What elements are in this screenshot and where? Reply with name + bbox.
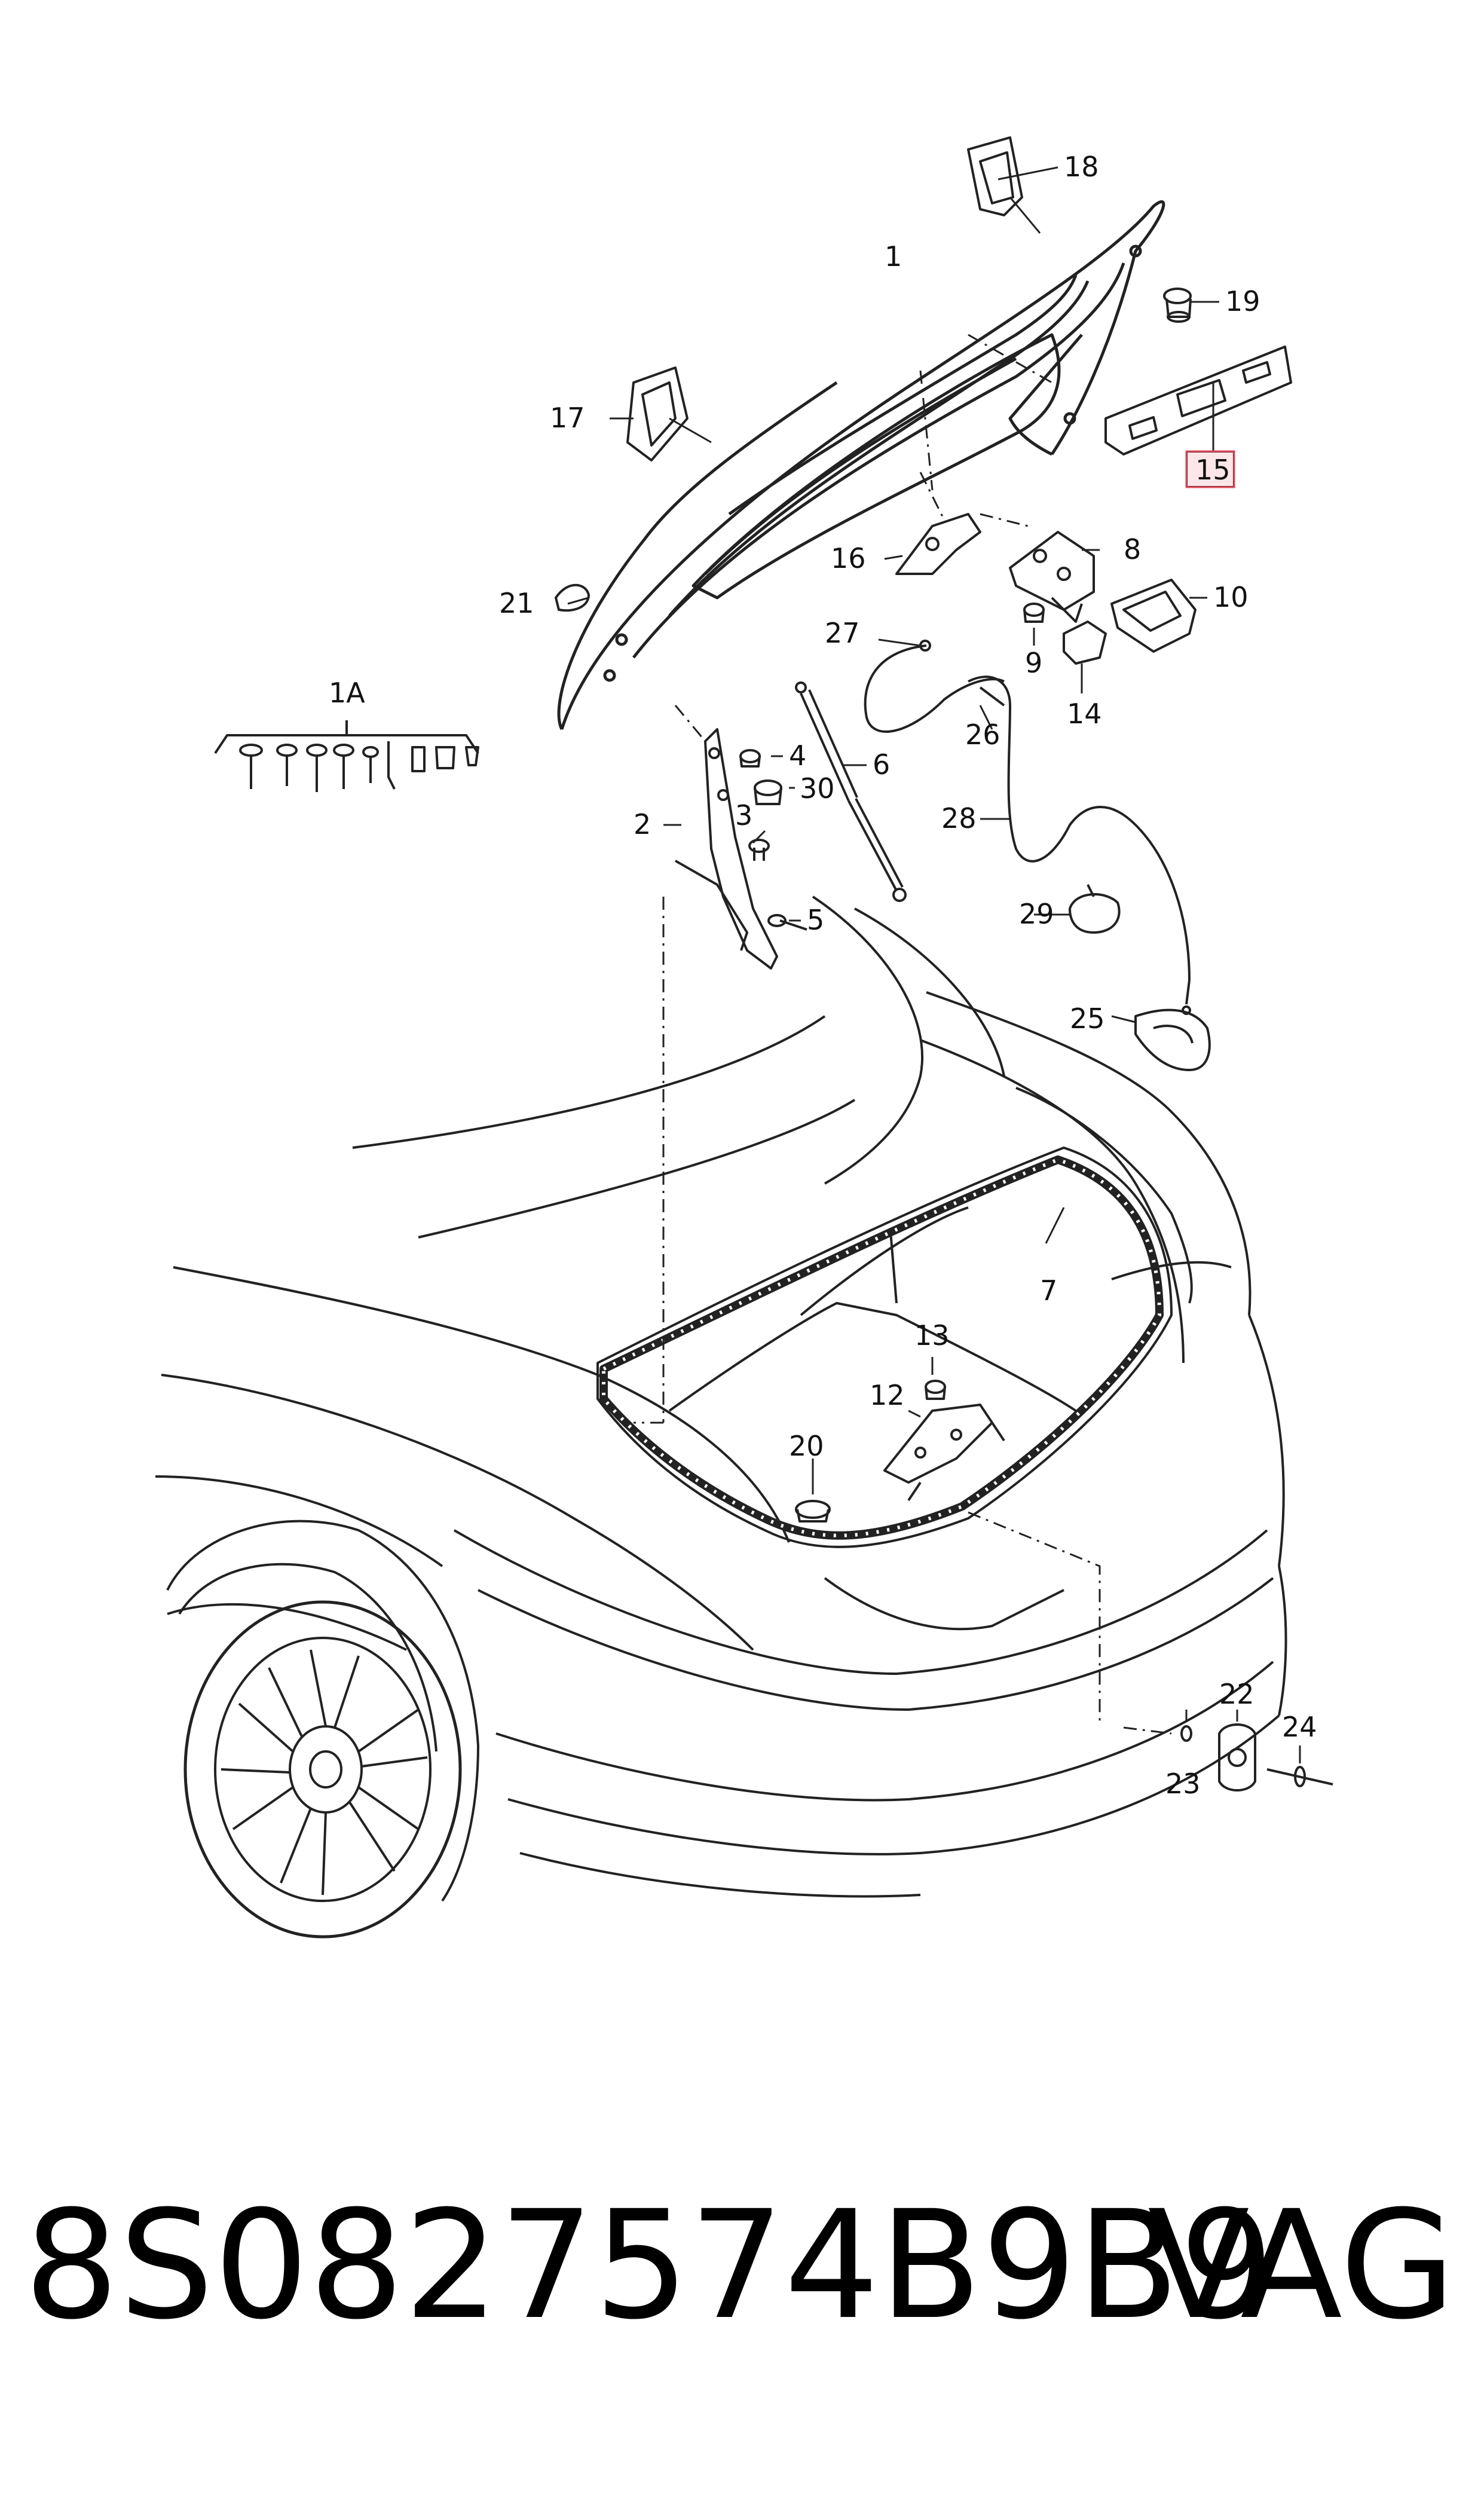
part-25-gasket: [1134, 1008, 1211, 1071]
callout-16: 16: [831, 542, 866, 574]
part-21-plug: [555, 583, 590, 612]
assembly-dashed-lines: [634, 334, 1172, 1735]
callout-21: 21: [499, 587, 534, 619]
callout-9: 9: [1025, 647, 1042, 679]
callout-19: 19: [1225, 285, 1260, 317]
callout-17: 17: [550, 402, 585, 434]
callout-6: 6: [873, 748, 890, 781]
callout-13: 13: [914, 1319, 950, 1352]
part-9-nut: [1023, 603, 1045, 623]
highlight-fill-15: [1188, 453, 1233, 486]
callout-20: 20: [789, 1430, 824, 1462]
callout-30: 30: [800, 772, 835, 805]
part-28-cable: [1007, 705, 1191, 1015]
callout-25: 25: [1070, 1002, 1105, 1035]
brand-name: VAG: [1148, 2178, 1456, 2352]
callout-14: 14: [1067, 698, 1102, 730]
fastener-screws: [239, 741, 479, 792]
part-4-nut: [739, 749, 761, 768]
callout-18: 18: [1064, 151, 1099, 183]
part-16-bracket: [895, 513, 981, 575]
part-20-grommet: [795, 1500, 831, 1523]
part-8-lock: [1009, 531, 1095, 623]
callout-29: 29: [1019, 898, 1054, 930]
part-1A-fastener-set: [214, 720, 479, 792]
parts: [214, 136, 1333, 1792]
part-17-cover: [626, 366, 689, 461]
part-6-gas-strut: [795, 681, 907, 902]
part-18-cover: [967, 136, 1023, 216]
trunk-lid: [557, 200, 1165, 730]
part-2-hinge: [675, 728, 778, 970]
part-3-bolt: [748, 839, 770, 861]
callout-3: 3: [735, 799, 752, 831]
callout-12: 12: [870, 1379, 905, 1411]
callout-2: 2: [634, 808, 651, 840]
car-body: [155, 895, 1287, 1939]
callout-10: 10: [1213, 581, 1249, 613]
part-29-cable-clip: [1069, 884, 1121, 934]
callout-1A: 1A: [329, 677, 365, 709]
callout-labels: 1 18 19 17 15 16 8 10 21 27 9 14 1A 26 4…: [329, 151, 1317, 1800]
part-number: 8S0827574B9B9: [24, 2178, 1275, 2352]
callout-1: 1: [885, 240, 902, 273]
callout-22: 22: [1219, 1678, 1254, 1710]
leader-lines: [567, 166, 1301, 1763]
part-13-nut: [925, 1380, 946, 1400]
callout-23: 23: [1165, 1768, 1201, 1800]
part-26-cable-guide: [968, 675, 1011, 707]
callout-7: 7: [1040, 1274, 1057, 1307]
part-24-pin: [1266, 1766, 1333, 1787]
callout-24: 24: [1282, 1711, 1317, 1743]
callout-26: 26: [965, 719, 1000, 751]
wheel-spokes: [221, 1649, 428, 1896]
part-23-washer: [1180, 1725, 1192, 1742]
part-15-trim-panel: [1104, 346, 1292, 455]
part-14-switch: [1063, 620, 1107, 665]
callout-28: 28: [941, 802, 977, 834]
callout-4: 4: [789, 739, 806, 772]
callout-5: 5: [807, 904, 824, 936]
part-10-cover: [1110, 579, 1197, 653]
part-19-grommet: [1163, 288, 1192, 323]
part-22-housing: [1218, 1723, 1256, 1792]
part-5-bolt: [767, 914, 807, 931]
part-30-stop: [754, 779, 782, 805]
callout-15: 15: [1195, 454, 1231, 486]
part-number-caption: 8S0827574B9B9 VAG: [24, 2176, 1458, 2355]
callout-27: 27: [825, 617, 860, 649]
callout-8: 8: [1124, 533, 1141, 565]
part-12-striker: [883, 1404, 1005, 1502]
